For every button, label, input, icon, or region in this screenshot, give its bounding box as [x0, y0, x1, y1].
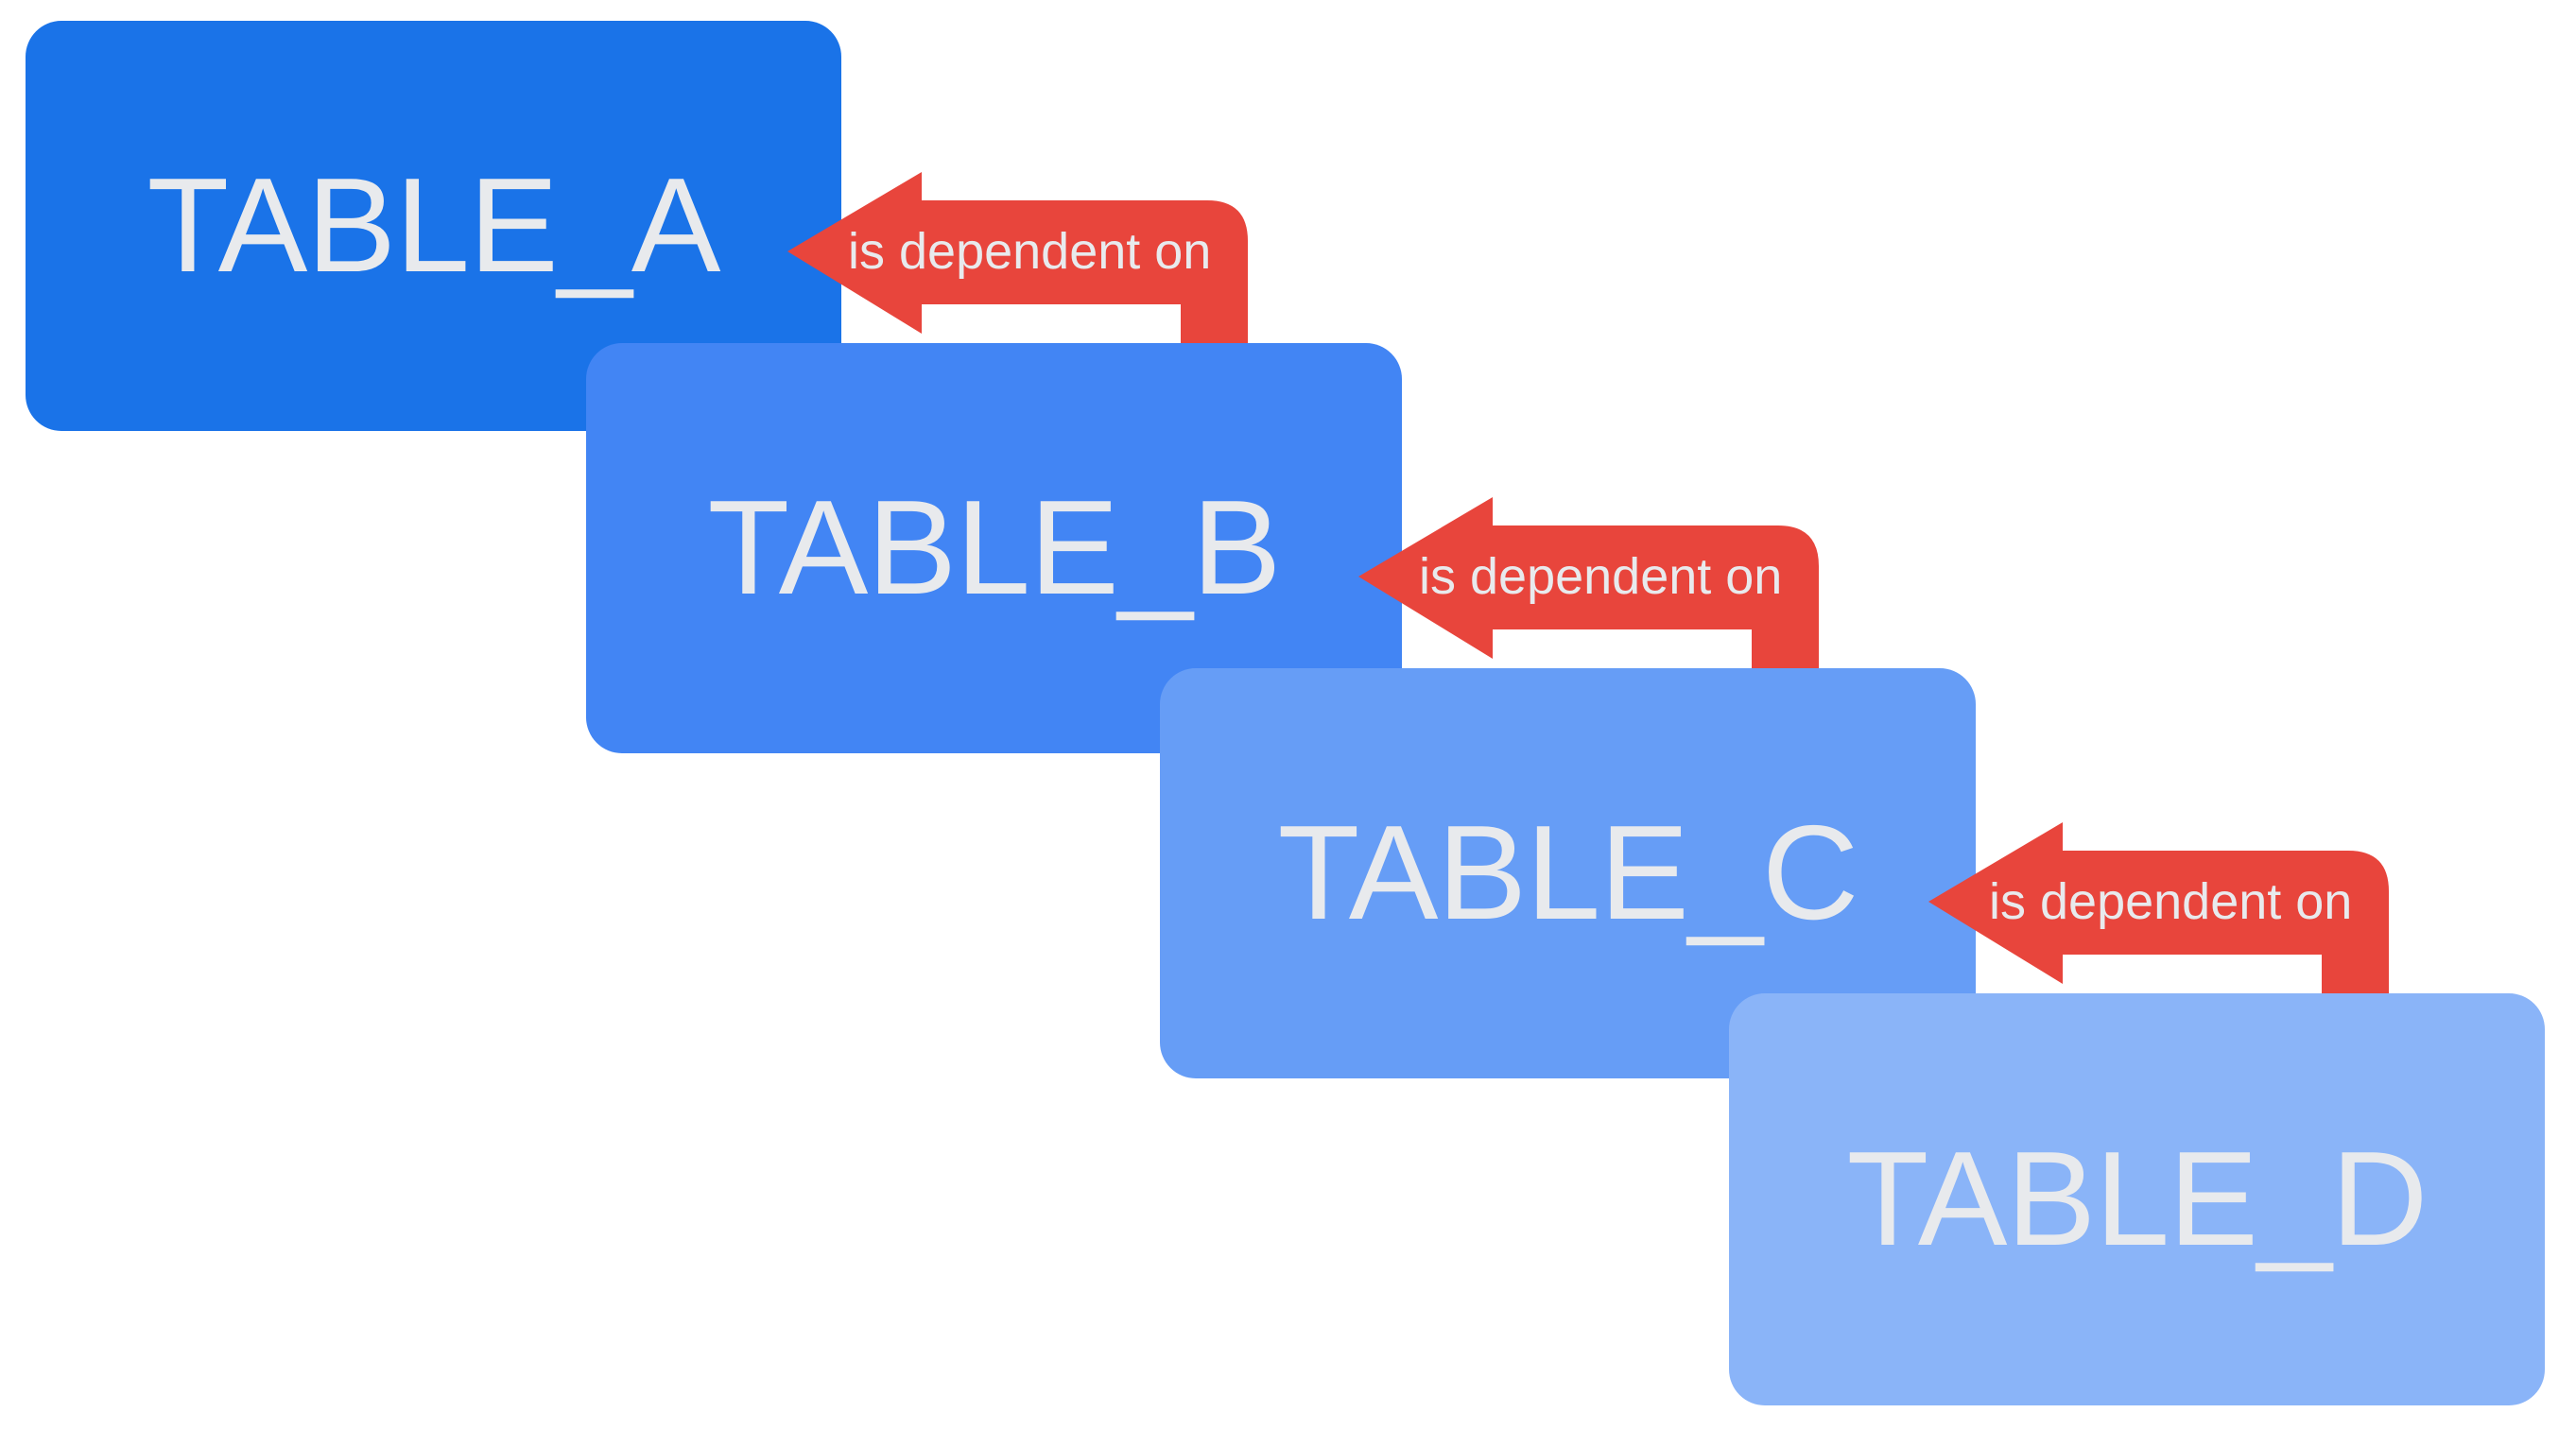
node-label-table-a: TABLE_A — [147, 150, 721, 301]
edge-label-c-to-b: is dependent on — [1419, 548, 1783, 605]
node-table-d[interactable]: TABLE_D — [1729, 993, 2545, 1405]
edge-label-b-to-a: is dependent on — [848, 223, 1212, 280]
node-label-table-d: TABLE_D — [1846, 1124, 2429, 1274]
node-label-table-c: TABLE_C — [1277, 798, 1859, 948]
edge-label-d-to-c: is dependent on — [1989, 873, 2353, 930]
node-table-a[interactable]: TABLE_A — [26, 21, 841, 431]
node-label-table-b: TABLE_B — [707, 473, 1282, 623]
